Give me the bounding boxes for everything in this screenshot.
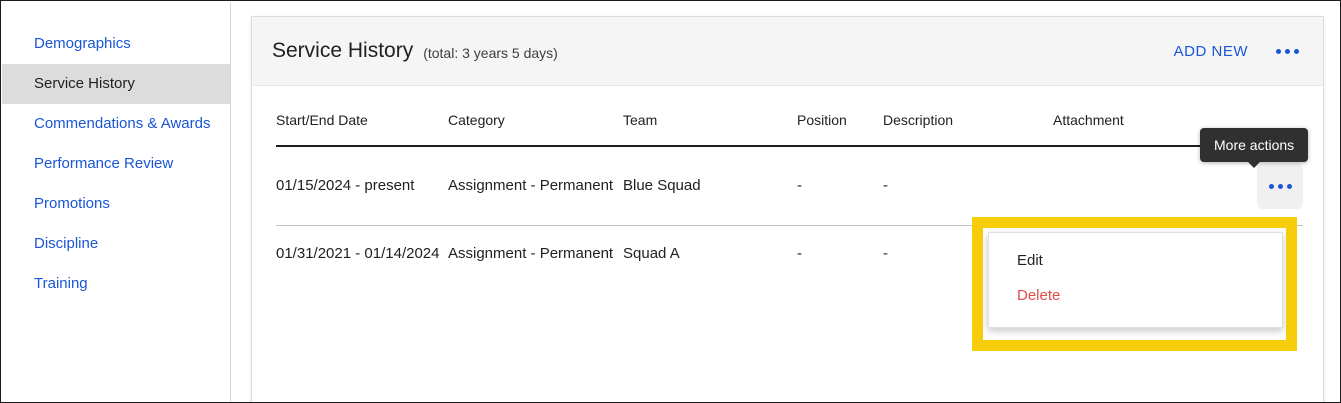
sidebar-item-label: Commendations & Awards (34, 115, 211, 132)
service-history-card: Service History (total: 3 years 5 days) … (251, 16, 1324, 402)
sidebar-item-label: Promotions (34, 195, 110, 212)
row-actions-menu: Edit Delete (988, 232, 1283, 328)
sidebar-item-label: Discipline (34, 235, 99, 252)
sidebar-item-label: Training (34, 275, 88, 292)
tooltip-more-actions: More actions (1200, 128, 1309, 168)
sidebar-item-label: Demographics (34, 35, 131, 52)
sidebar-item-label: Performance Review (34, 155, 174, 172)
service-history-table: Start/End Date Category Team Position De… (276, 86, 1303, 281)
cell-team: Blue Squad (623, 146, 797, 226)
cell-team: Squad A (623, 245, 680, 262)
tooltip-text: More actions (1214, 137, 1295, 153)
cell-description: - (883, 245, 888, 262)
dot (1268, 183, 1274, 189)
tooltip-arrow (1247, 161, 1262, 168)
cell-start-end-date: 01/31/2021 - 01/14/2024 (276, 245, 440, 262)
add-new-button[interactable]: ADD NEW (1173, 42, 1248, 60)
column-header-category: Category (448, 86, 623, 147)
cell-position: - (797, 146, 883, 226)
sidebar-item-service-history[interactable]: Service History (2, 64, 230, 104)
dot (1286, 183, 1292, 189)
column-header-position: Position (797, 86, 883, 147)
dot (1285, 48, 1290, 54)
cell-category: Assignment - Permanent (448, 146, 623, 226)
sidebar: Demographics Service History Commendatio… (2, 2, 231, 402)
more-horizontal-icon[interactable] (1274, 43, 1301, 60)
table-row: 01/15/2024 - present Assignment - Perman… (276, 146, 1303, 226)
sidebar-item-performance-review[interactable]: Performance Review (2, 144, 230, 184)
column-header-team: Team (623, 86, 797, 147)
table-area: Start/End Date Category Team Position De… (252, 86, 1323, 281)
sidebar-item-discipline[interactable]: Discipline (2, 224, 230, 264)
table-header-row: Start/End Date Category Team Position De… (276, 86, 1303, 147)
table-row: 01/31/2021 - 01/14/2024 Assignment - Per… (276, 226, 1303, 282)
cell-position: - (797, 245, 802, 262)
cell-attachment (1053, 146, 1223, 226)
sidebar-item-training[interactable]: Training (2, 264, 230, 304)
cell-start-end-date: 01/15/2024 - present (276, 146, 448, 226)
column-header-start-end-date: Start/End Date (276, 86, 448, 147)
dot (1294, 48, 1299, 54)
sidebar-item-commendations-awards[interactable]: Commendations & Awards (2, 104, 230, 144)
page-title: Service History (272, 39, 414, 62)
dot (1277, 183, 1283, 189)
row-more-actions-button[interactable] (1257, 163, 1303, 209)
cell-category: Assignment - Permanent (448, 245, 614, 262)
menu-item-edit[interactable]: Edit (1017, 252, 1043, 269)
column-header-description: Description (883, 86, 1053, 147)
sidebar-item-label: Service History (34, 75, 135, 92)
sidebar-item-demographics[interactable]: Demographics (2, 24, 230, 64)
total-duration-label: (total: 3 years 5 days) (423, 45, 558, 61)
sidebar-item-promotions[interactable]: Promotions (2, 184, 230, 224)
menu-item-delete[interactable]: Delete (1017, 287, 1061, 304)
cell-description: - (883, 146, 1053, 226)
dot (1276, 48, 1281, 54)
column-header-attachment: Attachment (1053, 86, 1223, 147)
card-header: Service History (total: 3 years 5 days) … (252, 17, 1323, 86)
